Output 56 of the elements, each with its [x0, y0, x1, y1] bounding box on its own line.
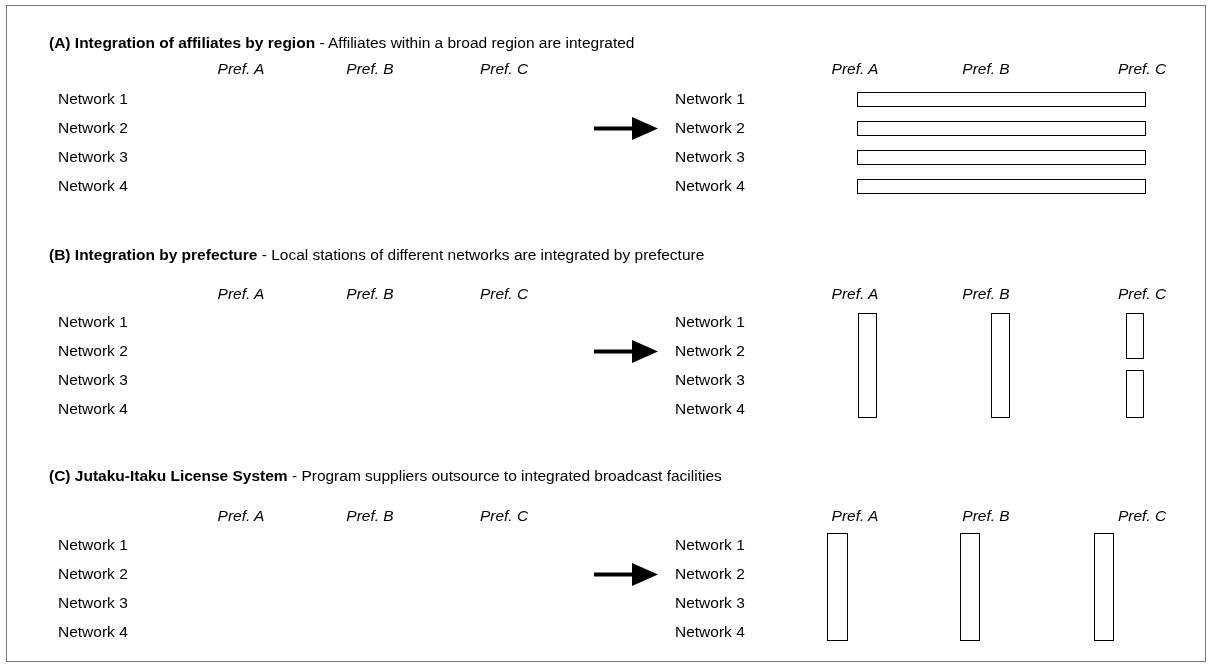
row-label: Network 4: [675, 622, 745, 642]
column-label: Pref. B: [962, 59, 1010, 79]
column-label: Pref. B: [962, 284, 1010, 304]
row-label: Network 4: [675, 399, 745, 419]
integration-bar: [991, 313, 1010, 418]
row-label: Network 3: [675, 370, 745, 390]
column-label: Pref. C: [479, 284, 529, 304]
row-label: Network 1: [58, 312, 128, 332]
integration-bar: [827, 533, 848, 641]
integration-bar: [857, 150, 1146, 165]
integration-bar: [858, 313, 877, 418]
column-label: Pref. A: [217, 284, 265, 304]
section-heading: (B) Integration by prefecture - Local stations of different networks are integrated by prefecture: [49, 245, 705, 265]
row-label: Network 4: [675, 176, 745, 196]
integration-bar: [857, 179, 1146, 194]
column-label: Pref. A: [831, 59, 879, 79]
integration-bar: [857, 92, 1146, 107]
row-label: Network 3: [58, 147, 128, 167]
row-label: Network 4: [58, 399, 128, 419]
column-label: Pref. B: [962, 506, 1010, 526]
section-heading: (C) Jutaku-Itaku License System - Program suppliers outsource to integrated broadcast facilities: [49, 466, 722, 486]
integration-bar: [960, 533, 980, 641]
section-heading: (A) Integration of affiliates by region - Affiliates within a broad region are integrated: [49, 33, 635, 53]
row-label: Network 1: [675, 89, 745, 109]
row-label: Network 2: [58, 341, 128, 361]
row-label: Network 1: [675, 312, 745, 332]
integration-bar: [1126, 313, 1144, 359]
column-label: Pref. B: [346, 284, 394, 304]
integration-bar: [1126, 370, 1144, 418]
column-label: Pref. C: [1117, 506, 1167, 526]
row-label: Network 2: [58, 564, 128, 584]
column-label: Pref. A: [217, 59, 265, 79]
column-label: Pref. A: [831, 506, 879, 526]
column-label: Pref. C: [479, 59, 529, 79]
row-label: Network 4: [58, 622, 128, 642]
row-label: Network 1: [58, 89, 128, 109]
integration-bar: [857, 121, 1146, 136]
row-label: Network 2: [675, 341, 745, 361]
column-label: Pref. B: [346, 506, 394, 526]
column-label: Pref. A: [217, 506, 265, 526]
column-label: Pref. C: [479, 506, 529, 526]
column-label: Pref. C: [1117, 284, 1167, 304]
row-label: Network 2: [675, 564, 745, 584]
row-label: Network 1: [58, 535, 128, 555]
column-label: Pref. B: [346, 59, 394, 79]
row-label: Network 3: [58, 593, 128, 613]
row-label: Network 1: [675, 535, 745, 555]
row-label: Network 3: [58, 370, 128, 390]
integration-bar: [1094, 533, 1114, 641]
row-label: Network 4: [58, 176, 128, 196]
column-label: Pref. C: [1117, 59, 1167, 79]
row-label: Network 2: [58, 118, 128, 138]
row-label: Network 3: [675, 147, 745, 167]
row-label: Network 3: [675, 593, 745, 613]
column-label: Pref. A: [831, 284, 879, 304]
row-label: Network 2: [675, 118, 745, 138]
